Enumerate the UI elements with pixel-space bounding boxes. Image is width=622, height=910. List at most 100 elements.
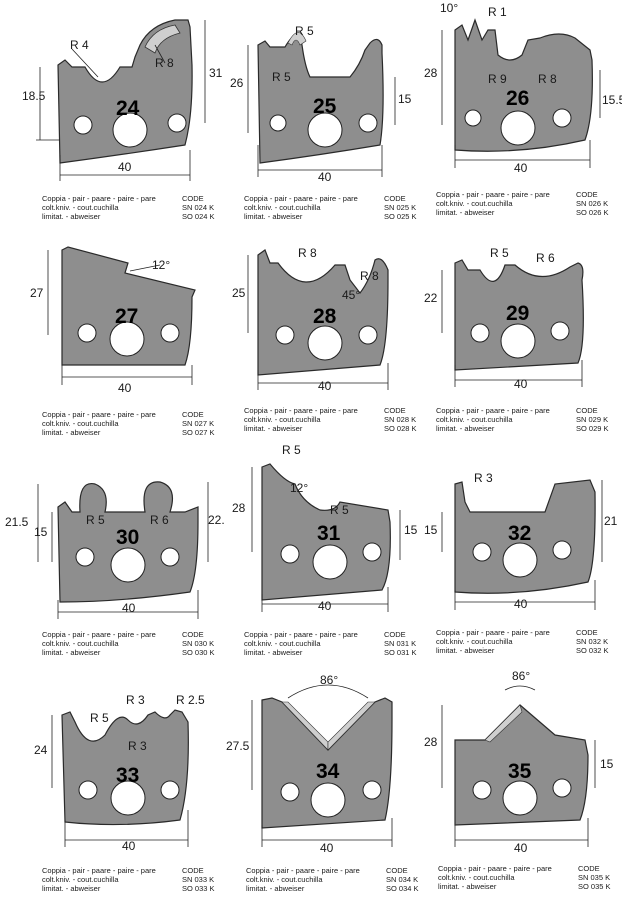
caption-line2: colt.kniv. - cout.cuchilla xyxy=(42,639,119,648)
profile-30-dim-low: 15 xyxy=(34,525,48,539)
profile-28: 28 25 R 8 R 8 45° 40 xyxy=(210,235,400,445)
caption-line2: colt.kniv. - cout.cuchilla xyxy=(42,875,119,884)
profile-28-angle: 45° xyxy=(342,288,360,302)
profile-27: 27 27 12° 40 xyxy=(10,235,200,445)
profile-30: 30 21.5 15 22. R 5 R 6 40 xyxy=(5,462,225,672)
caption-line2: colt.kniv. - cout.cuchilla xyxy=(246,875,323,884)
profile-24: 24 18.5 31 R 4 R 8 40 xyxy=(10,5,223,215)
code-so: SO 032 K xyxy=(576,646,609,655)
code-so: SO 033 K xyxy=(182,884,215,893)
profile-26-radius-3: R 8 xyxy=(538,72,557,86)
caption-line3: limitat. - abweiser xyxy=(246,884,305,893)
profile-35-number: 35 xyxy=(508,760,532,783)
profile-28-width: 40 xyxy=(318,379,332,393)
profile-28-radius-2: R 8 xyxy=(360,269,379,283)
code-sn: SN 026 K xyxy=(576,199,609,208)
code-label: CODE xyxy=(576,406,598,415)
caption-line1: Coppia - pair - paare - paire - pare xyxy=(436,406,550,415)
caption-line3: limitat. - abweiser xyxy=(244,424,303,433)
profile-28-drawing: 28 25 R 8 R 8 45° 40 xyxy=(232,246,389,393)
code-so: SO 030 K xyxy=(182,648,215,657)
caption-line3: limitat. - abweiser xyxy=(42,212,101,221)
profile-31: 31 28 15 R 5 12° R 5 40 xyxy=(210,443,418,672)
profile-33-drawing: 33 24 R 3 R 2.5 R 5 R 3 40 xyxy=(34,693,205,853)
code-label: CODE xyxy=(576,628,598,637)
profile-28-number: 28 xyxy=(313,305,337,328)
caption-line3: limitat. - abweiser xyxy=(438,882,497,891)
code-sn: SN 028 K xyxy=(384,415,417,424)
profile-25-dim-low: 15 xyxy=(398,92,412,106)
profile-24-width: 40 xyxy=(118,160,132,174)
code-label: CODE xyxy=(578,864,600,873)
caption-line1: Coppia - pair - paare - paire - pare xyxy=(42,410,156,419)
code-sn: SN 035 K xyxy=(578,873,611,882)
profile-24-radius-1: R 4 xyxy=(70,38,89,52)
profile-24-number: 24 xyxy=(116,97,140,120)
code-sn: SN 032 K xyxy=(576,637,609,646)
profile-32-dim-high: 21 xyxy=(604,514,618,528)
profile-33-dim-height: 24 xyxy=(34,743,48,757)
code-so: SO 024 K xyxy=(182,212,215,221)
profile-34-number: 34 xyxy=(316,760,340,783)
profile-29-drawing: 29 22 R 5 R 6 40 xyxy=(424,246,584,391)
profile-24-dim-height: 18.5 xyxy=(22,89,46,103)
caption-line2: colt.kniv. - cout.cuchilla xyxy=(436,415,513,424)
code-label: CODE xyxy=(182,866,204,875)
profile-24-dim-total: 31 xyxy=(209,66,223,80)
profile-27-angle: 12° xyxy=(152,258,170,272)
profile-33-radius-2: R 2.5 xyxy=(176,693,205,707)
code-so: SO 028 K xyxy=(384,424,417,433)
caption-line2: colt.kniv. - cout.cuchilla xyxy=(244,639,321,648)
code-label: CODE xyxy=(182,194,204,203)
code-sn: SN 024 K xyxy=(182,203,215,212)
code-so: SO 035 K xyxy=(578,882,611,891)
profile-27-drawing: 27 27 12° 40 xyxy=(30,246,196,395)
profile-29-radius-1: R 5 xyxy=(490,246,509,260)
profile-30-number: 30 xyxy=(116,526,139,549)
profile-34-drawing: 34 27.5 86° 40 xyxy=(226,673,393,855)
code-label: CODE xyxy=(182,630,204,639)
profile-35-angle: 86° xyxy=(512,669,530,683)
profile-35-drawing: 35 28 15 86° 40 xyxy=(424,669,614,855)
profile-32-number: 32 xyxy=(508,522,531,545)
profile-33-width: 40 xyxy=(122,839,136,853)
profile-25-radius-2: R 5 xyxy=(272,70,291,84)
profile-25-drawing: 25 26 15 R 5 R 5 40 xyxy=(230,24,412,184)
code-so: SO 025 K xyxy=(384,212,417,221)
profile-26: 26 28 15.5 10° R 1 R 9 R 8 40 xyxy=(410,0,622,210)
profile-29-dim-height: 22 xyxy=(424,291,438,305)
code-label: CODE xyxy=(576,190,598,199)
profile-29-width: 40 xyxy=(514,377,528,391)
profile-29-number: 29 xyxy=(506,302,529,325)
profile-25-dim-height: 26 xyxy=(230,76,244,90)
profile-26-drawing: 26 28 15.5 10° R 1 R 9 R 8 40 xyxy=(424,1,622,175)
caption-line3: limitat. - abweiser xyxy=(244,212,303,221)
caption-line2: colt.kniv. - cout.cuchilla xyxy=(42,419,119,428)
profile-31-radius-2: R 5 xyxy=(330,503,349,517)
profile-32: 32 15 21 R 3 40 xyxy=(410,462,618,672)
profile-31-radius-1: R 5 xyxy=(282,443,301,457)
profile-33: 33 24 R 3 R 2.5 R 5 R 3 40 xyxy=(10,680,205,890)
code-so: SO 027 K xyxy=(182,428,215,437)
profile-34-dim-height: 27.5 xyxy=(226,739,250,753)
profile-29-radius-2: R 6 xyxy=(536,251,555,265)
profile-31-dim-low: 15 xyxy=(404,523,418,537)
profile-34-angle: 86° xyxy=(320,673,338,687)
profile-26-dim-low: 15.5 xyxy=(602,93,622,107)
profile-25: 25 26 15 R 5 R 5 40 xyxy=(210,5,412,215)
caption-line3: limitat. - abweiser xyxy=(436,424,495,433)
profile-25-radius-1: R 5 xyxy=(295,24,314,38)
caption-line1: Coppia - pair - paare - paire - pare xyxy=(42,866,156,875)
profile-27-width: 40 xyxy=(118,381,132,395)
caption-line1: Coppia - pair - paare - paire - pare xyxy=(438,864,552,873)
code-sn: SN 034 K xyxy=(386,875,419,884)
profile-31-angle: 12° xyxy=(290,481,308,495)
code-so: SO 029 K xyxy=(576,424,609,433)
caption-line2: colt.kniv. - cout.cuchilla xyxy=(42,203,119,212)
profile-33-radius-4: R 3 xyxy=(128,739,147,753)
profile-26-width: 40 xyxy=(514,161,528,175)
profile-32-radius: R 3 xyxy=(474,471,493,485)
code-so: SO 034 K xyxy=(386,884,419,893)
code-so: SO 031 K xyxy=(384,648,417,657)
caption-line2: colt.kniv. - cout.cuchilla xyxy=(436,637,513,646)
